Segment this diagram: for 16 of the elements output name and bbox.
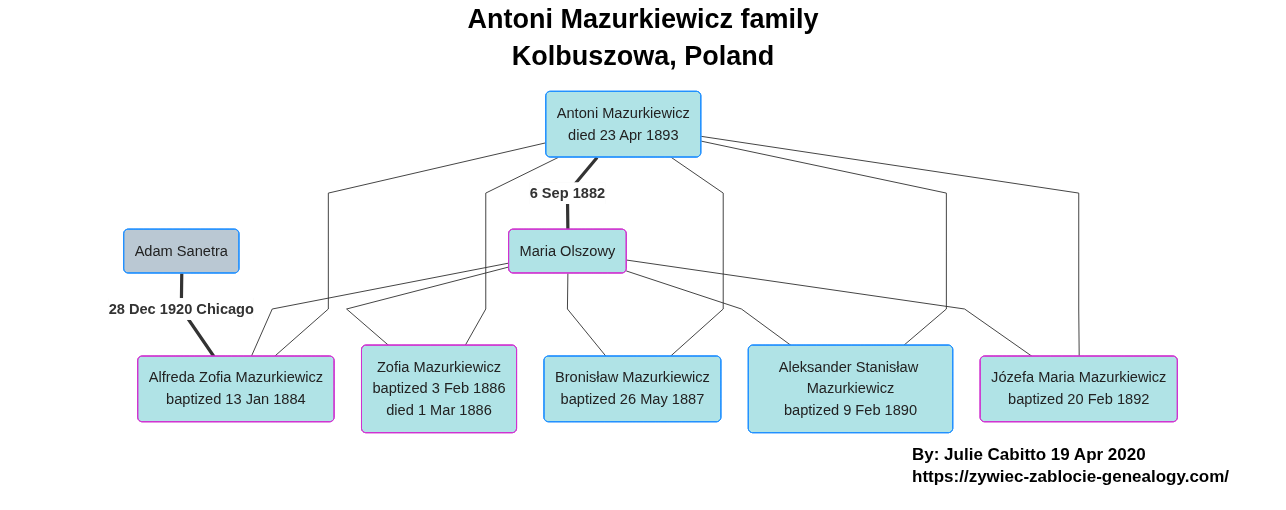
connector	[346, 266, 510, 346]
edge-label: 6 Sep 1882	[529, 184, 606, 201]
connector	[700, 135, 1080, 357]
connector	[700, 140, 947, 346]
connector	[625, 270, 792, 346]
connector	[250, 262, 510, 357]
connector	[273, 142, 547, 357]
title: Antoni Mazurkiewicz family	[467, 4, 819, 35]
subtitle: Kolbuszowa, Poland	[511, 41, 775, 72]
connector	[566, 272, 607, 357]
website-address: https://zywiec-zablocie-genealogy.com/	[912, 466, 1230, 488]
connector	[669, 157, 724, 357]
connector	[626, 259, 1033, 357]
edge-label: 28 Dec 1920 Chicago	[108, 300, 254, 317]
credit-text: By: Julie Cabitto 19 Apr 2020	[912, 444, 1146, 466]
connector	[464, 157, 559, 346]
